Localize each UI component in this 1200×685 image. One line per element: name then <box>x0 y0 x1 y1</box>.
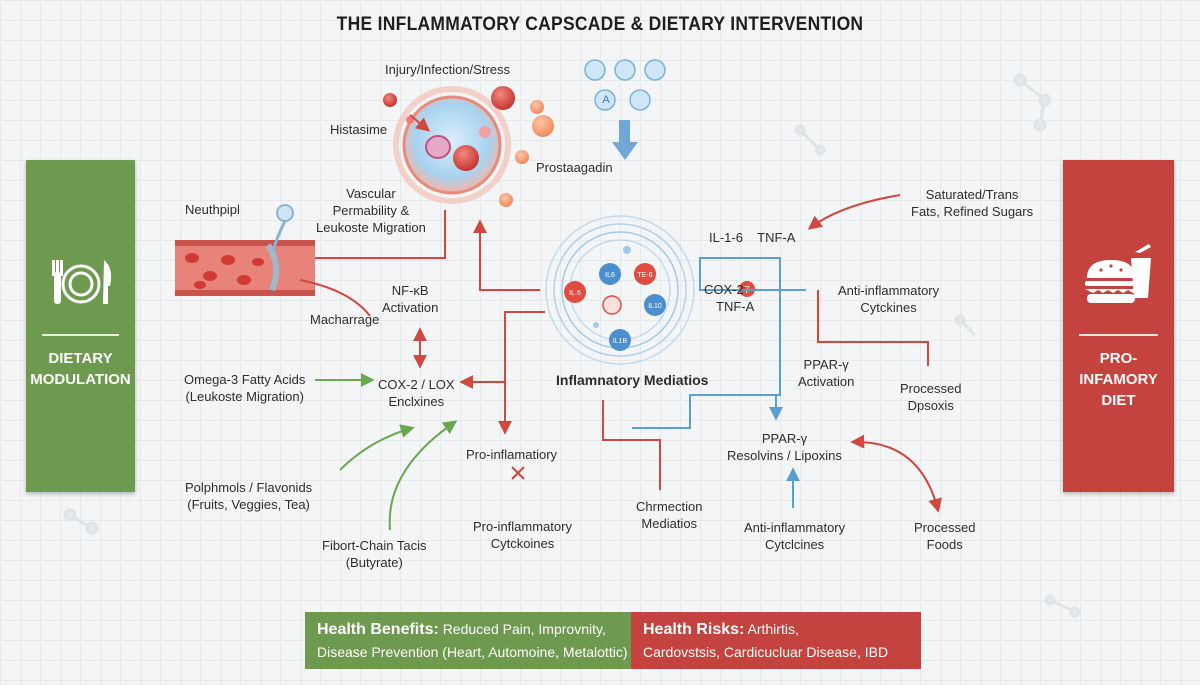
resolvins-label: PPAR-γ Resolvins / Lipoxins <box>727 430 842 464</box>
right-panel-line2: DIET <box>1101 392 1136 409</box>
cox2-line: COX-2 <box>704 282 744 297</box>
chemotion-line-1: Chrmection <box>636 499 703 514</box>
chemotion-mediators-label: Chrmection Mediatios <box>636 498 702 532</box>
cox-lox-line-2: Enclxines <box>388 394 445 409</box>
processed-f-line-2: Foods <box>926 537 963 552</box>
inflammatory-mediators-label: Inflamnatory Mediatios <box>556 372 709 388</box>
diagram-title: THE INFLAMMATORY CAPSCADE & DIETARY INTE… <box>336 14 864 35</box>
omega3-line-1: Omega-3 Fatty Acids <box>184 372 306 387</box>
left-panel-line1: DIETARY <box>48 350 113 367</box>
health-benefits-bar: Health Benefits: Reduced Pain, Improvnit… <box>305 612 631 669</box>
floating-particles <box>383 86 554 207</box>
processed-dpsoxis-label: Processed Dpsoxis <box>900 380 961 414</box>
fiber-label: Fibort-Chain Tacis (Butyrate) <box>322 537 427 571</box>
pro-inflammatory-cytokines-label: Pro-inflammatory Cytckoines <box>473 518 572 552</box>
omega3-line-2: (Leukoste Migration) <box>185 389 304 404</box>
left-panel-line2: MODULATION <box>30 371 131 388</box>
ppar-activation-label: PPAR-γ Activation <box>798 356 854 390</box>
injury-label: Injury/Infection/Stress <box>385 62 510 77</box>
nfkb-line-2: Activation <box>382 300 439 315</box>
anti-inflammatory-cytokines-label: Anti-inflammatory Cytckines <box>838 282 939 316</box>
health-risks-line1: Arthirtis, <box>747 621 799 637</box>
fiber-line-1: Fibort-Chain Tacis <box>322 538 427 553</box>
vascular-line-1: Vascular <box>346 186 396 201</box>
histamine-label: Histasime <box>330 122 388 137</box>
anti-cyto-line-2: Cytckines <box>860 300 917 315</box>
pro-cytokines-line-1: Pro-inflammatory <box>473 519 572 534</box>
fiber-line-2: (Butyrate) <box>345 555 403 570</box>
cox-lox-line-1: COX-2 / LOX <box>378 377 455 392</box>
cox2-tnf-label: COX-2 TNF-A <box>704 281 754 315</box>
processed-d-line-2: Dpsoxis <box>907 398 954 413</box>
polyphenols-line-1: Polphmols / Flavonids <box>185 480 313 495</box>
molecule-icons <box>584 59 666 160</box>
omega3-label: Omega-3 Fatty Acids (Leukoste Migration) <box>184 371 305 405</box>
tnf-line: TNF-A <box>716 299 755 314</box>
neutrophil-label: Neuthpipl <box>185 202 240 217</box>
pro-inflammatory-label: Pro-inflamatiory <box>466 447 558 462</box>
right-panel-line1: PRO-INFAMORY <box>1079 350 1158 388</box>
health-benefits-line1: Reduced Pain, Improvnity, <box>442 621 606 637</box>
anti-cyto-line-1: Anti-inflammatory <box>838 283 940 298</box>
health-benefits-line2: Disease Prevention (Heart, Automoine, Me… <box>317 644 628 660</box>
prostaglandin-label: Prostaagadin <box>536 160 613 175</box>
health-risks-heading: Health Risks: <box>643 621 745 638</box>
vascular-line-2: Permability & <box>332 203 410 218</box>
il-tnf-label: IL-1-6 TNF-A <box>709 230 796 245</box>
ppar-line-2: Activation <box>798 374 855 389</box>
polyphenols-label: Polphmols / Flavonids (Fruits, Veggies, … <box>185 479 312 513</box>
saturated-fats-label: Saturated/Trans Fats, Refined Sugars <box>911 186 1033 220</box>
nfkb-line-1: NF-κB <box>391 283 429 298</box>
processed-foods-label: Processed Foods <box>914 519 975 553</box>
blood-vessel <box>175 204 315 296</box>
macrophage-label: Macharrage <box>310 312 380 327</box>
plate-fork-knife-icon <box>52 260 112 304</box>
vascular-line-3: Leukoste Migration <box>316 220 426 235</box>
polyphenols-line-2: (Fruits, Veggies, Tea) <box>187 497 310 512</box>
cytokine-te6: TE-6 <box>637 272 652 279</box>
anti-cyto-b-line-1: Anti-inflammatory <box>744 520 846 535</box>
pro-cytokines-line-2: Cytckoines <box>490 536 555 551</box>
cytokine-ilb: IL.6 <box>569 290 581 297</box>
health-benefits-heading: Health Benefits: <box>317 621 439 638</box>
anti-inflammatory-cytokines-bottom-label: Anti-inflammatory Cytclcines <box>744 519 845 553</box>
processed-f-line-1: Processed <box>914 520 976 535</box>
health-risks-bar: Health Risks: Arthirtis, Cardovstsis, Ca… <box>631 612 921 669</box>
burger-drink-icon <box>1085 244 1151 303</box>
resolvins-line-2: Resolvins / Lipoxins <box>727 448 842 463</box>
resolvins-line-1: PPAR-γ <box>761 431 808 446</box>
cytokine-il10: IL10 <box>648 303 662 310</box>
processed-d-line-1: Processed <box>900 381 962 396</box>
cytokine-il6: IL6 <box>605 272 615 279</box>
pro-inflammatory-diet-panel: PRO-INFAMORY DIET <box>1063 160 1174 492</box>
cytokine-il1b: IL1B <box>613 338 628 345</box>
sat-fats-line-1: Saturated/Trans <box>925 187 1019 202</box>
molecule-a-icon: A <box>602 94 610 106</box>
ppar-line-1: PPAR-γ <box>803 357 849 372</box>
health-risks-line2: Cardovstsis, Cardicucluar Disease, IBD <box>643 644 889 660</box>
nfkb-label: NF-κB Activation <box>382 282 438 316</box>
chemotion-line-2: Mediatios <box>641 516 698 531</box>
dietary-modulation-panel: DIETARY MODULATION <box>26 160 135 492</box>
cox-lox-label: COX-2 / LOX Enclxines <box>378 376 455 410</box>
sat-fats-line-2: Fats, Refined Sugars <box>911 204 1034 219</box>
vascular-label: Vascular Permability & Leukoste Migratio… <box>316 185 426 236</box>
anti-cyto-b-line-2: Cytclcines <box>764 537 825 552</box>
